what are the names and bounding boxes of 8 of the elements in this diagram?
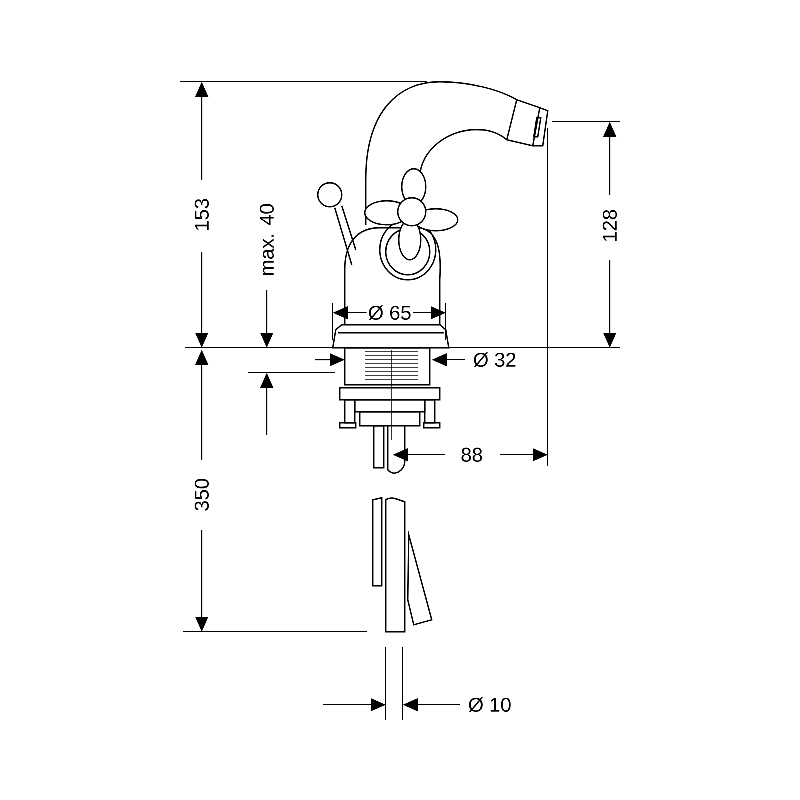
dimension-label: 153: [193, 196, 211, 234]
dimension-label: 350: [193, 476, 211, 514]
dimension-label: max. 40: [258, 202, 276, 278]
dimension-label: 128: [601, 208, 619, 244]
dimension-label: Ø 65: [366, 304, 414, 322]
dimension-label: Ø 10: [466, 696, 514, 714]
dimension-label: Ø 32: [472, 351, 518, 369]
dimension-label: 88: [459, 446, 485, 464]
